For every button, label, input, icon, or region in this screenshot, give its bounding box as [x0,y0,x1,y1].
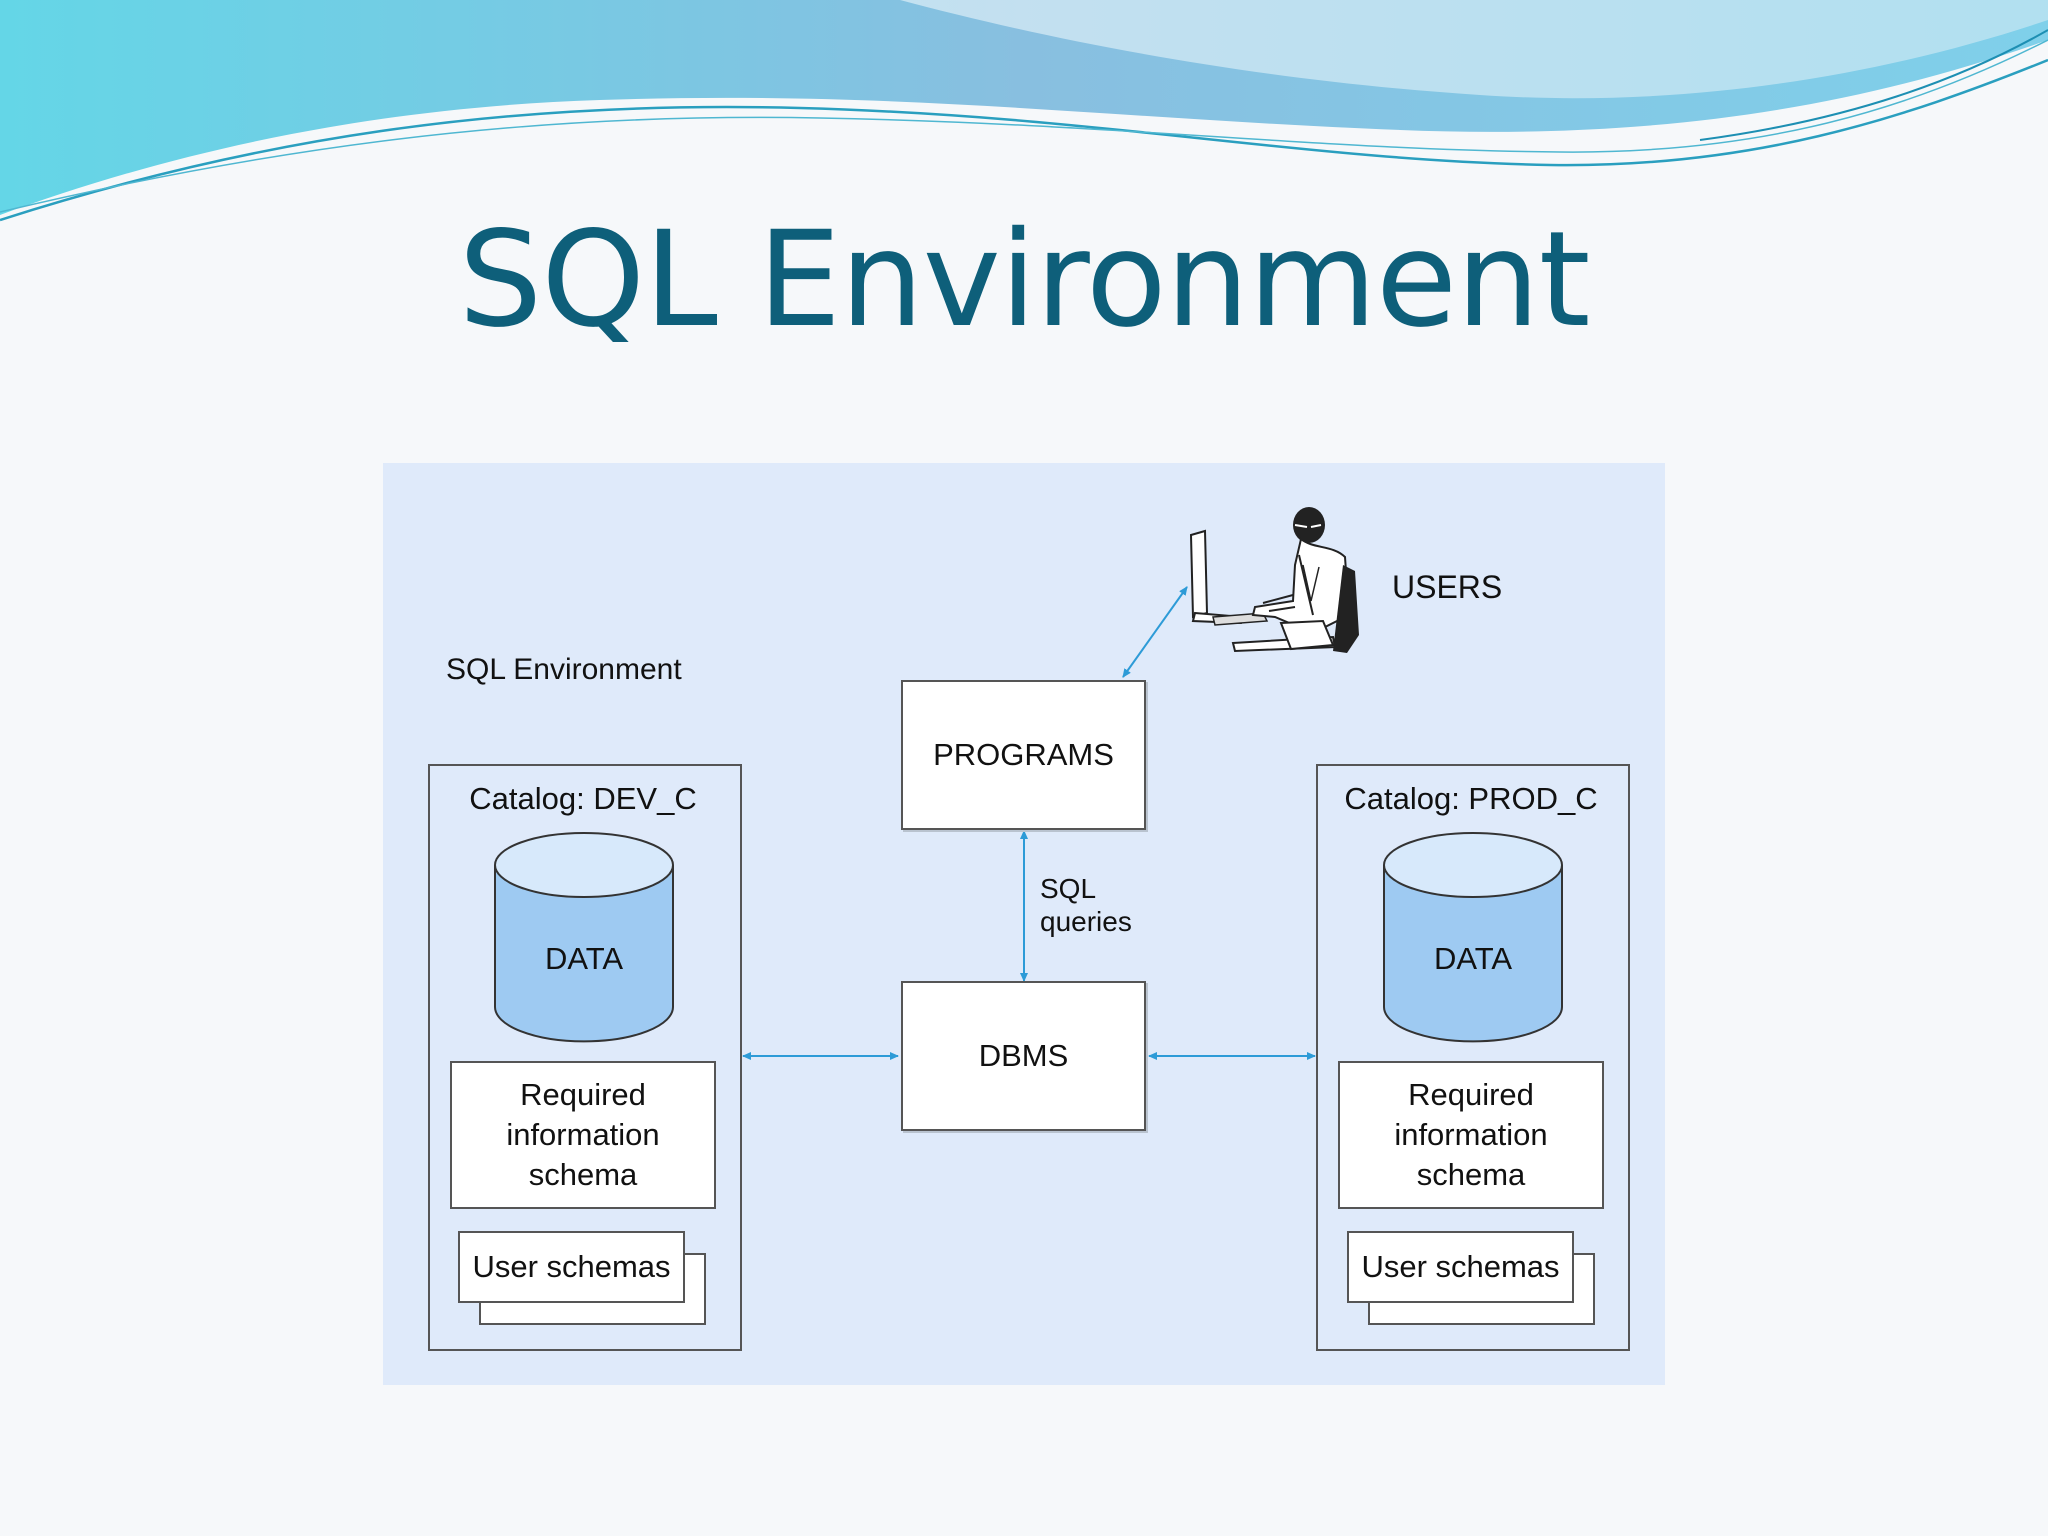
top-wave-curve-3 [1699,29,2048,141]
prod-schema-line-3: schema [1416,1157,1526,1192]
environment-label: SQL Environment [446,653,682,686]
catalog-prod-label: Catalog: PROD_C [1344,781,1598,816]
dev-schema-line-1: Required [520,1077,646,1112]
dbms-label: DBMS [978,1038,1069,1073]
prod-user-schemas-box: User schemas [1347,1231,1574,1303]
prod-user-schemas-label: User schemas [1361,1249,1560,1284]
catalog-prod-box [1316,764,1630,1351]
dev-user-schemas-label: User schemas [472,1249,671,1284]
dev-data-label: DATA [544,941,624,976]
prod-schema-line-1: Required [1408,1077,1534,1112]
prod-data-cylinder-icon [1383,832,1563,1043]
programs-label: PROGRAMS [933,737,1114,772]
dev-user-schemas-box: User schemas [458,1231,685,1303]
top-wave-curve-1 [0,58,2048,222]
slide-title: SQL Environment [458,203,1590,357]
dev-schema-line-2: information [506,1117,660,1152]
dev-required-schema-box: Required information schema [450,1061,716,1209]
catalog-dev-label: Catalog: DEV_C [469,781,697,816]
sql-queries-label-line1: SQL [1040,873,1097,904]
dev-schema-line-3: schema [528,1157,638,1192]
user-at-computer-icon [1189,507,1359,653]
prod-required-schema-box: Required information schema [1338,1061,1604,1209]
users-label: USERS [1392,569,1503,605]
prod-schema-line-2: information [1394,1117,1548,1152]
diagram-arrows [742,586,1316,1060]
top-wave-highlight [900,0,2048,99]
catalog-dev-box [428,764,742,1351]
diagram-panel: USERS SQL Environment PROGRAMS SQL queri… [383,463,1665,1385]
dbms-box: DBMS [901,981,1146,1131]
programs-box: PROGRAMS [901,680,1146,830]
prod-data-label: DATA [1433,941,1513,976]
dev-data-cylinder-icon [494,832,674,1043]
top-wave-curve-2 [0,39,2048,213]
users-programs-arrow [1122,586,1188,678]
sql-queries-label-line2: queries [1040,906,1132,937]
